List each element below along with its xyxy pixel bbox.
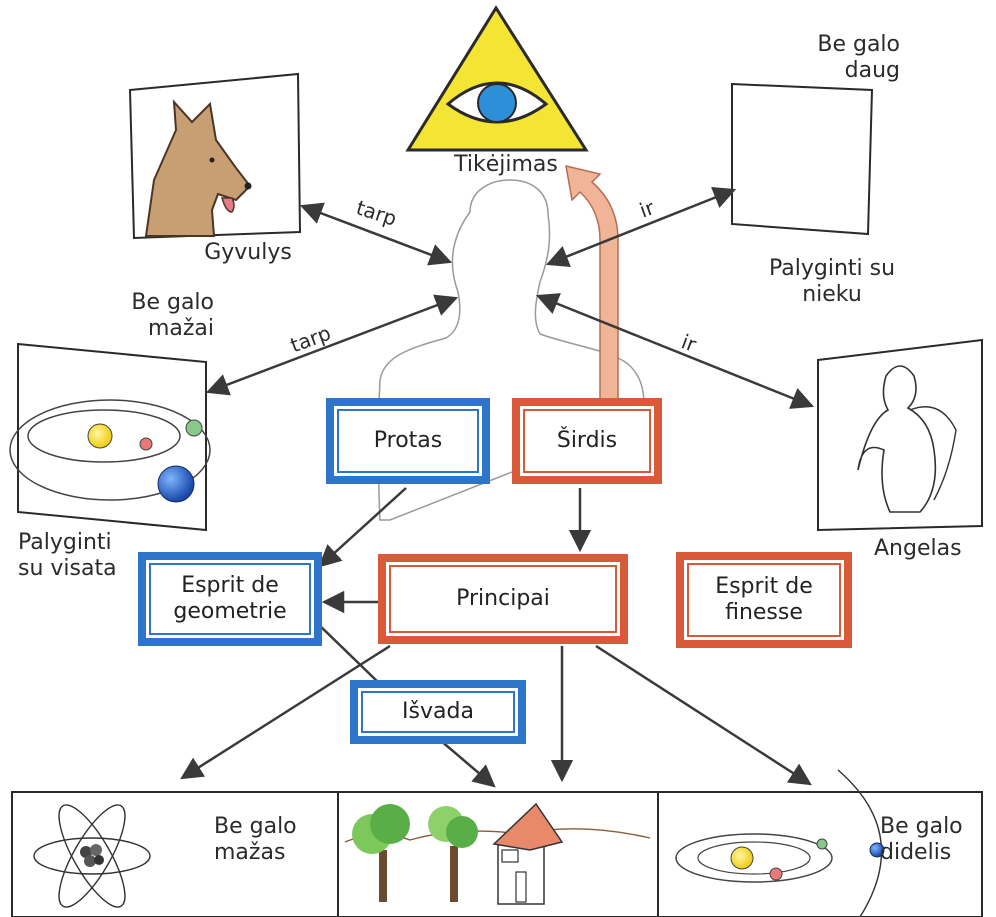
isvada-box: Išvada (350, 680, 526, 744)
animal-label: Gyvulys (204, 240, 292, 265)
infinitely-big-text: Be galo didelis (880, 814, 963, 865)
esprit-finesse-box: Esprit de finesse (676, 552, 852, 648)
principai-text: Principai (456, 586, 550, 611)
infinitely-little-text: Be galo mažai (131, 290, 214, 341)
infinitely-small-label: Be galo mažas (214, 814, 334, 866)
esprit-finesse-text: Esprit de finesse (715, 574, 813, 625)
infinitely-many-label: Be galo daug (760, 32, 900, 84)
sirdis-text: Širdis (556, 428, 618, 453)
angel-label: Angelas (874, 536, 962, 561)
relation-arrows (205, 187, 815, 409)
landscape-picture (344, 802, 651, 905)
compare-nothing-label: Palyginti su nieku (734, 256, 930, 308)
solar-system-picture (9, 342, 211, 532)
dog-picture (128, 72, 302, 240)
infinitely-small-text: Be galo mažas (214, 814, 297, 865)
principai-box: Principai (378, 554, 628, 644)
bottom-strip (11, 791, 983, 917)
solar-system-small-picture (675, 769, 885, 917)
infinitely-little-label: Be galo mažai (80, 290, 214, 342)
blank-square (731, 82, 874, 236)
compare-universe-label: Palyginti su visata (18, 530, 158, 582)
compare-universe-text: Palyginti su visata (18, 530, 117, 581)
sirdis-box: Širdis (512, 398, 662, 484)
esprit-geometrie-text: Esprit de geometrie (173, 573, 287, 624)
protas-text: Protas (373, 428, 443, 453)
infinitely-many-text: Be galo daug (817, 32, 900, 83)
isvada-text: Išvada (402, 699, 474, 724)
eye-triangle-icon (405, 5, 589, 152)
infinitely-big-label: Be galo didelis (880, 814, 980, 866)
atom-icon (33, 804, 151, 908)
flow-arrows (180, 487, 812, 788)
angel-picture (817, 338, 983, 532)
esprit-geometrie-box: Esprit de geometrie (138, 552, 322, 646)
protas-box: Protas (326, 398, 490, 484)
compare-nothing-text: Palyginti su nieku (768, 256, 896, 307)
faith-label: Tikėjimas (454, 152, 558, 177)
